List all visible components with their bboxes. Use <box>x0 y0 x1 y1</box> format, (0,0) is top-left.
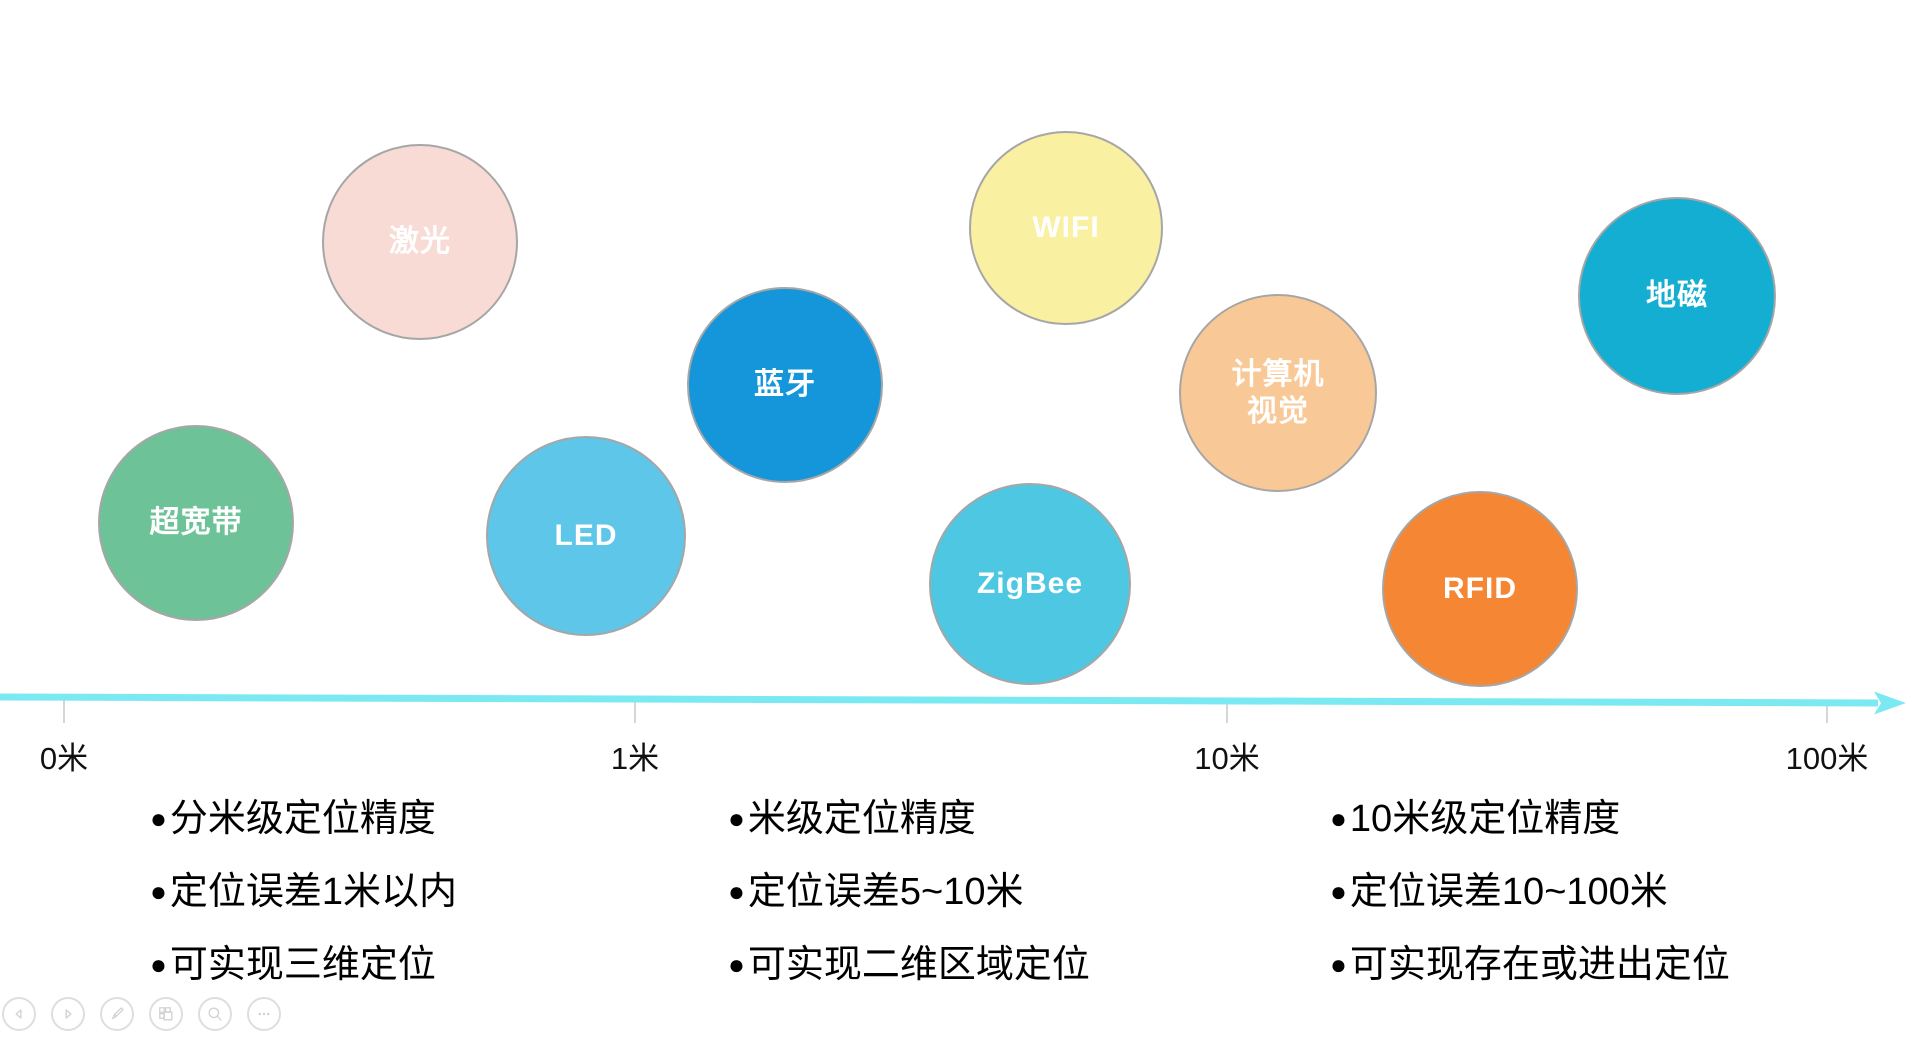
bullet-icon: ● <box>150 803 167 834</box>
bubble-led: LED <box>486 436 686 636</box>
slides-button[interactable] <box>149 997 183 1031</box>
presentation-toolbar <box>2 997 281 1031</box>
bubble-geomagnetic: 地磁 <box>1578 197 1776 395</box>
bubble-rfid: RFID <box>1382 491 1578 687</box>
pen-icon <box>112 1007 124 1020</box>
bubble-bluetooth: 蓝牙 <box>687 287 883 483</box>
triangle-left-icon <box>15 1009 22 1019</box>
bullet-icon: ● <box>728 803 745 834</box>
bubble-label: RFID <box>1443 572 1517 606</box>
magnifier-icon <box>208 1007 222 1021</box>
pen-button[interactable] <box>100 997 134 1031</box>
bubble-label: 地磁 <box>1646 279 1708 313</box>
axis-tick-label: 10米 <box>1194 741 1260 776</box>
note-item: ● 可实现二维区域定位 <box>728 943 1090 987</box>
note-item: ● 米级定位精度 <box>728 797 1090 841</box>
note-item: ● 分米级定位精度 <box>150 797 457 841</box>
note-text: 10米级定位精度 <box>1349 798 1621 840</box>
note-text: 可实现三维定位 <box>169 944 436 986</box>
note-item: ● 可实现存在或进出定位 <box>1330 943 1730 987</box>
more-button[interactable] <box>247 997 281 1031</box>
note-text: 米级定位精度 <box>747 798 976 840</box>
bubble-wifi: WIFI <box>969 131 1163 325</box>
bubble-label: WIFI <box>1032 211 1100 245</box>
bullet-icon: ● <box>1330 803 1347 834</box>
note-item: ● 定位误差10~100米 <box>1330 870 1730 914</box>
note-text: 可实现存在或进出定位 <box>1349 944 1730 986</box>
note-item: ● 定位误差5~10米 <box>728 870 1090 914</box>
bubble-cv: 计算机视觉 <box>1179 294 1377 492</box>
bubble-label: 计算机视觉 <box>1231 357 1325 429</box>
note-text: 分米级定位精度 <box>169 798 436 840</box>
note-text: 可实现二维区域定位 <box>747 944 1090 986</box>
ellipsis-icon <box>258 1012 270 1016</box>
axis-tick-label: 0米 <box>39 741 89 776</box>
bullet-icon: ● <box>1330 949 1347 980</box>
note-item: ● 定位误差1米以内 <box>150 870 457 914</box>
bubble-zigbee: ZigBee <box>929 483 1131 685</box>
note-item: ● 可实现三维定位 <box>150 943 457 987</box>
bullet-icon: ● <box>1330 876 1347 907</box>
bullet-icon: ● <box>728 876 745 907</box>
axis-tick-label: 1米 <box>610 741 660 776</box>
bubble-uwb: 超宽带 <box>98 425 294 621</box>
note-text: 定位误差10~100米 <box>1349 871 1668 913</box>
bullet-icon: ● <box>728 949 745 980</box>
next-slide-button[interactable] <box>51 997 85 1031</box>
note-column-3: ● 10米级定位精度 ● 定位误差10~100米 ● 可实现存在或进出定位 <box>1330 797 1730 1016</box>
axis-tick-label: 100米 <box>1785 741 1869 776</box>
bubble-label: 超宽带 <box>149 506 243 540</box>
zoom-button[interactable] <box>198 997 232 1031</box>
bubble-label: 蓝牙 <box>754 368 816 402</box>
note-column-1: ● 分米级定位精度 ● 定位误差1米以内 ● 可实现三维定位 <box>150 797 457 1016</box>
slides-icon <box>159 1007 173 1021</box>
note-text: 定位误差1米以内 <box>169 871 458 913</box>
bubble-label: ZigBee <box>976 567 1084 601</box>
bullet-icon: ● <box>150 949 167 980</box>
bubble-label: LED <box>554 519 618 553</box>
note-column-2: ● 米级定位精度 ● 定位误差5~10米 ● 可实现二维区域定位 <box>728 797 1090 1016</box>
triangle-right-icon <box>65 1009 72 1019</box>
previous-slide-button[interactable] <box>2 997 36 1031</box>
note-text: 定位误差5~10米 <box>747 871 1024 913</box>
bullet-icon: ● <box>150 876 167 907</box>
bubble-label: 激光 <box>389 225 451 259</box>
bubble-laser: 激光 <box>322 144 518 340</box>
note-item: ● 10米级定位精度 <box>1330 797 1730 841</box>
